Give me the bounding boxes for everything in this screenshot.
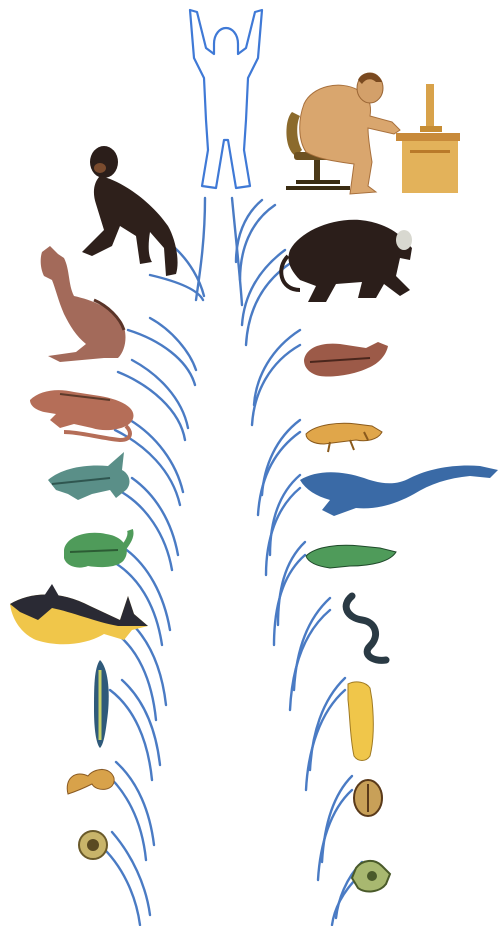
human-outline-figure (190, 10, 262, 188)
right-arc-3 (246, 262, 292, 345)
left-arc-13 (112, 630, 156, 720)
chimp-head (90, 146, 118, 178)
right-arc-5 (252, 345, 300, 425)
chimpanzee-figure (82, 146, 178, 276)
chair-legs (286, 182, 350, 188)
kangaroo-body (41, 246, 126, 362)
worm-figure (346, 596, 386, 660)
desk-top (396, 133, 460, 141)
mole-figure (304, 342, 388, 377)
shark-fin (44, 584, 60, 598)
monkey-face (396, 230, 412, 250)
right-arc-8 (262, 420, 300, 495)
single-cell-nucleus (87, 839, 99, 851)
left-arc-19 (100, 845, 140, 925)
left-arc-3 (128, 330, 195, 385)
right-arc-16 (310, 678, 345, 770)
right-arc-6 (254, 330, 300, 405)
right-arc-4 (242, 250, 285, 325)
right-arc-18 (322, 776, 352, 862)
salamander-figure (306, 423, 382, 452)
tadpole-fish-figure (64, 530, 131, 568)
left-arc-16 (122, 680, 160, 765)
left-arc-9 (118, 490, 172, 570)
left-arc-1 (150, 275, 203, 300)
fish-tail (122, 530, 131, 550)
chair-post (314, 160, 320, 182)
monitor (426, 84, 434, 128)
sperm-cell-body (67, 770, 114, 795)
desk-body (402, 141, 458, 193)
sturgeon-figure (48, 452, 129, 500)
worm-body (346, 596, 386, 660)
right-arc-2 (236, 200, 262, 262)
shark-figure (10, 584, 148, 644)
monkey-figure (281, 220, 412, 302)
single-cell-figure (79, 831, 107, 859)
salamander-body (306, 423, 382, 444)
monkey-body (288, 220, 412, 302)
desk-line (410, 150, 450, 153)
plesiosaur-body (300, 466, 498, 517)
right-arc-10 (270, 475, 300, 555)
kangaroo-figure (41, 246, 126, 362)
plesiosaur-figure (300, 466, 498, 517)
left-arc-4 (150, 318, 196, 370)
monitor-base (420, 126, 442, 132)
seed-cell-figure (354, 780, 382, 816)
left-arc-10 (132, 478, 178, 555)
right-arc-12 (278, 542, 305, 625)
right-arc-14 (294, 598, 330, 690)
amoeba-nucleus (367, 871, 377, 881)
slug-figure (348, 682, 373, 761)
slug-body (348, 682, 373, 761)
man-at-computer-figure (286, 73, 460, 194)
sperm-cell-figure (67, 770, 114, 795)
chimp-face (94, 163, 106, 173)
left-arc-15 (110, 690, 152, 780)
sturgeon-body (48, 452, 129, 500)
lungfish-figure (306, 545, 396, 568)
flatworm-figure (94, 660, 109, 748)
left-arc-18 (116, 762, 154, 845)
chimp-body (82, 176, 178, 276)
right-arc-1 (240, 205, 275, 280)
amoeba-figure (352, 861, 390, 892)
lungfish-body (306, 545, 396, 568)
left-arc-6 (132, 360, 188, 428)
